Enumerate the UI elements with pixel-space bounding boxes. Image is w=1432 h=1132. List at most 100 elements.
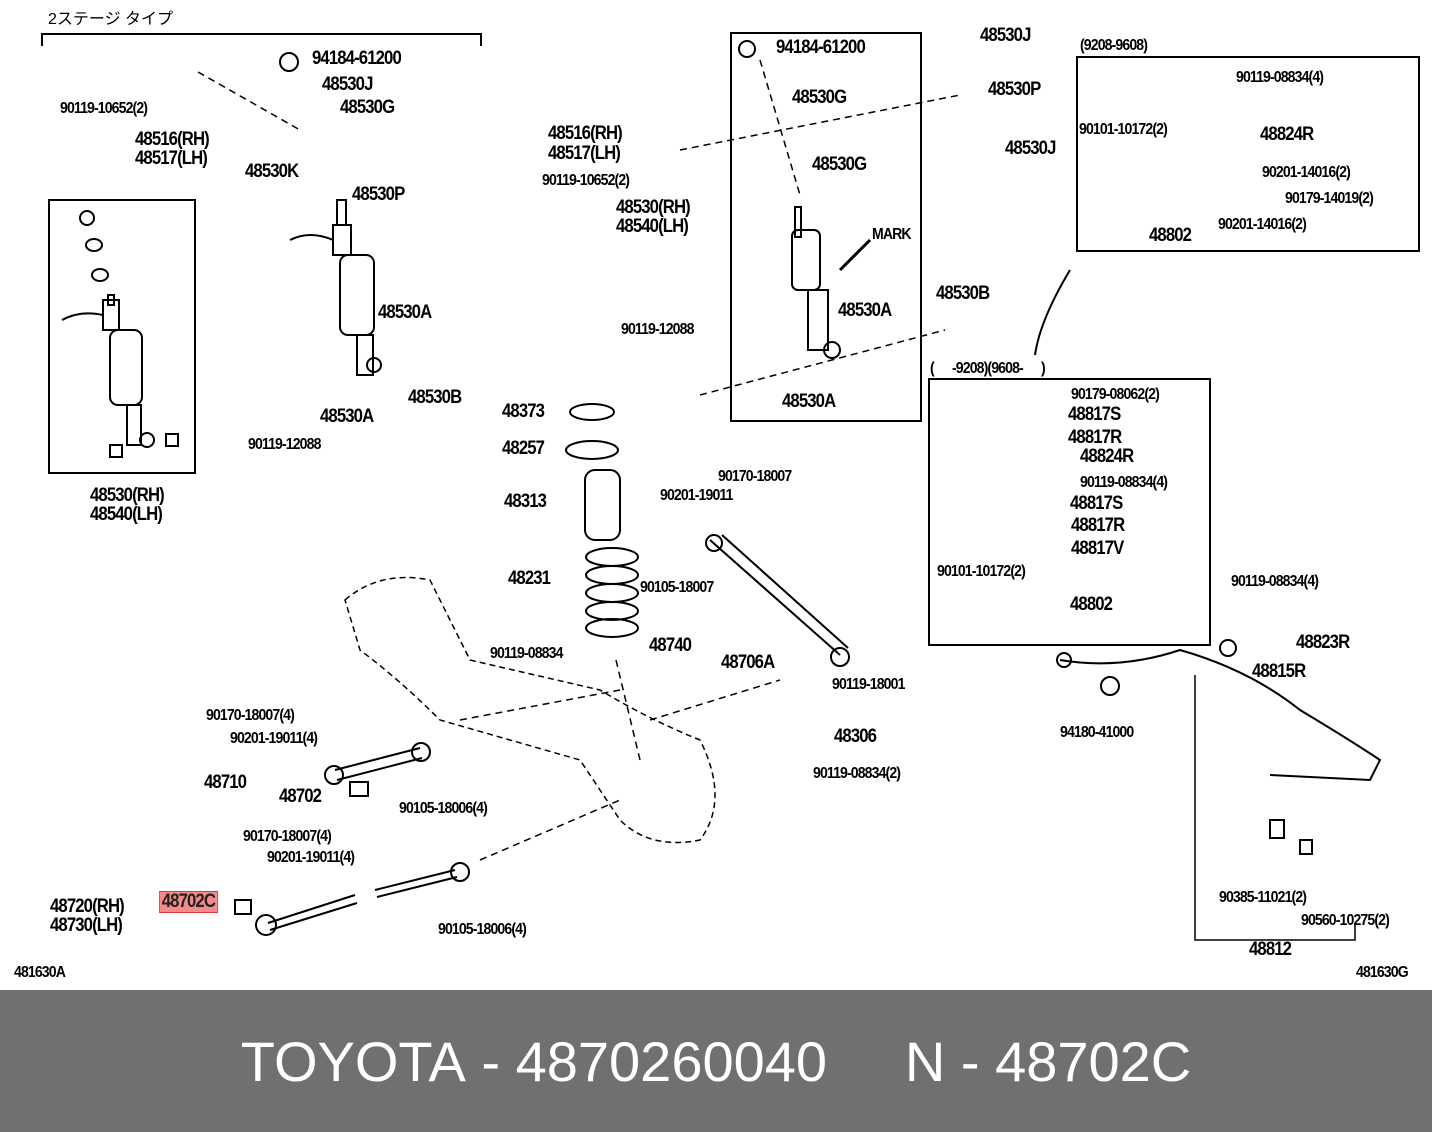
part-label: 481630G [1356, 964, 1409, 981]
gap [827, 1029, 905, 1094]
part-label: 90170-18007(4) [206, 707, 295, 724]
stabilizer-bushing [1299, 839, 1313, 855]
part-label: 90201-19011(4) [267, 849, 355, 866]
part-label: 48530P [352, 184, 405, 205]
part-label: 48530(RH) [616, 197, 691, 218]
part-label: 48530B [408, 387, 462, 408]
n-mark-icon [1100, 676, 1120, 696]
footer-bar: TOYOTA - 4870260040 N - 48702C [0, 990, 1432, 1132]
part-label: 48817V [1071, 538, 1124, 559]
part-label: 90119-12088 [248, 436, 321, 453]
part-label: 94184-61200 [312, 48, 402, 69]
part-label: 90119-10652(2) [542, 172, 630, 189]
dashed-leaders [197, 59, 961, 861]
part-label: 48530G [340, 97, 395, 118]
part-label: 48740 [649, 635, 692, 656]
part-label: 90101-10172(2) [1079, 121, 1168, 138]
part-label: 90119-08834(2) [813, 765, 901, 782]
part-label: 48257 [502, 438, 545, 459]
part-label: 90119-08834 [490, 645, 563, 662]
part-label: 48824R [1080, 446, 1134, 467]
diagram-drawing [41, 32, 1420, 941]
upper-control-arm [324, 742, 431, 797]
separator: - [465, 1029, 516, 1093]
part-label: 48702 [279, 786, 322, 807]
stabilizer-bar [1056, 639, 1382, 782]
shock-absorber-main [791, 206, 872, 359]
part-label: 48530(RH) [90, 485, 165, 506]
part-label: 48517(LH) [548, 143, 621, 164]
stabilizer-bushing [1269, 819, 1285, 839]
part-label: 48815R [1252, 661, 1306, 682]
part-label: 481630A [14, 964, 66, 981]
part-label: 48802 [1070, 594, 1113, 615]
part-label: 48530G [812, 154, 867, 175]
part-label: 48306 [834, 726, 877, 747]
part-label: 90101-10172(2) [937, 563, 1026, 580]
rear-axle-housing [344, 576, 716, 844]
part-label: 48817S [1070, 493, 1123, 514]
part-label: 48530P [988, 79, 1041, 100]
part-label: 48530A [838, 300, 892, 321]
part-label: 48231 [508, 568, 551, 589]
part-label: ( -9208)(9608- ) [930, 360, 1046, 377]
n-mark-icon [738, 40, 756, 58]
part-label: 48824R [1260, 124, 1314, 145]
part-label: 90201-19011(4) [230, 730, 318, 747]
part-label: 90119-08834(4) [1231, 573, 1319, 590]
n-mark-icon [279, 52, 299, 72]
part-label: 90201-19011 [660, 487, 733, 504]
shock-absorber-left [289, 199, 382, 376]
part-label: 90560-10275(2) [1301, 912, 1390, 929]
part-label: 90385-11021(2) [1219, 889, 1307, 906]
part-label: 48530J [1005, 138, 1056, 159]
part-label: 48516(RH) [135, 129, 210, 150]
part-label: 48530A [320, 406, 374, 427]
part-label: 48530K [245, 161, 299, 182]
part-label: 48817S [1068, 404, 1121, 425]
part-label: 90201-14016(2) [1218, 216, 1307, 233]
part-label: 48540(LH) [616, 216, 689, 237]
part-label: 48373 [502, 401, 545, 422]
part-label: 90119-10652(2) [60, 100, 148, 117]
part-label: 48812 [1249, 939, 1292, 960]
part-label: 48530A [782, 391, 836, 412]
brand: TOYOTA [240, 1029, 466, 1093]
separator: - [945, 1029, 996, 1093]
part-label: 48706A [721, 652, 775, 673]
part-label: 90201-14016(2) [1262, 164, 1351, 181]
lower-control-arm [234, 862, 470, 936]
part-label: 48530B [936, 283, 990, 304]
lateral-control-rod [705, 534, 850, 667]
n-code: 48702C [995, 1029, 1192, 1093]
part-label: 90170-18007(4) [243, 828, 332, 845]
part-label: 90105-18007 [640, 579, 714, 596]
part-label: 48817R [1071, 515, 1125, 536]
part-label: 90105-18006(4) [438, 921, 527, 938]
part-label: 48313 [504, 491, 547, 512]
part-label: MARK [872, 226, 912, 243]
inset-box-bracket [928, 378, 1211, 646]
part-label: 48530J [980, 25, 1031, 46]
part-label: 90179-08062(2) [1071, 386, 1160, 403]
part-label: 48710 [204, 772, 247, 793]
part-label: 48516(RH) [548, 123, 623, 144]
part-label: 48730(LH) [50, 915, 123, 936]
part-label: 90119-08834(4) [1080, 474, 1168, 491]
arrow-to-inset [1034, 269, 1071, 356]
part-label: 48530J [322, 74, 373, 95]
part-label: 94184-61200 [776, 37, 866, 58]
shock-absorber-inset [61, 210, 179, 458]
part-label: 48817R [1068, 427, 1122, 448]
part-label: 48517(LH) [135, 148, 208, 169]
part-label: 48823R [1296, 632, 1350, 653]
highlighted-part-label[interactable]: 48702C [159, 891, 218, 913]
inset-box-9208-9608 [1076, 56, 1420, 252]
part-label: 48720(RH) [50, 896, 125, 917]
part-label: 90119-12088 [621, 321, 694, 338]
part-label: 48530G [792, 87, 847, 108]
part-label: 90119-18001 [832, 676, 905, 693]
two-stage-bracket [41, 33, 482, 46]
n-label: N [904, 1029, 946, 1093]
part-label: 90170-18007 [718, 468, 792, 485]
